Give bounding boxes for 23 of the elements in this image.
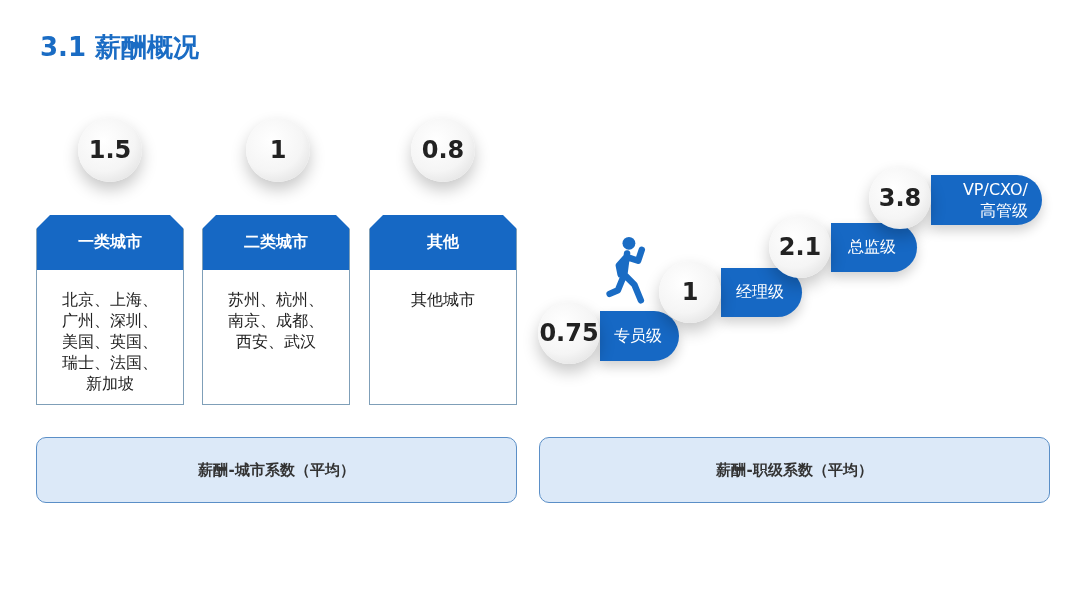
city-list: 其他城市 [393, 289, 493, 310]
coefficient-badge: 2.1 [769, 216, 831, 278]
card-header: 二类城市 [203, 215, 349, 270]
coefficient-badge: 1.5 [78, 118, 142, 182]
coefficient-badge: 0.75 [538, 302, 600, 364]
caption-band: 薪酬-城市系数（平均） [36, 437, 517, 503]
page-title: 3.1 薪酬概况 [40, 31, 200, 64]
coefficient-badge: 1 [246, 118, 310, 182]
card-header: 其他 [370, 215, 516, 270]
city-tier-card [202, 215, 350, 405]
card-header: 一类城市 [37, 215, 183, 270]
coefficient-badge: 3.8 [869, 167, 931, 229]
coefficient-badge: 0.8 [411, 118, 475, 182]
job-level-step: 专员级 [600, 311, 679, 361]
city-list: 苏州、杭州、南京、成都、西安、武汉 [226, 289, 326, 352]
job-level-step: 总监级 [831, 223, 917, 272]
caption-band: 薪酬-职级系数（平均） [539, 437, 1050, 503]
city-list: 北京、上海、广州、深圳、美国、英国、瑞士、法国、新加坡 [60, 289, 160, 394]
city-tier-card [36, 215, 184, 405]
coefficient-badge: 1 [659, 261, 721, 323]
job-level-step: 经理级 [721, 268, 802, 317]
city-tier-card [369, 215, 517, 405]
job-level-step: VP/CXO/高管级 [931, 175, 1042, 225]
